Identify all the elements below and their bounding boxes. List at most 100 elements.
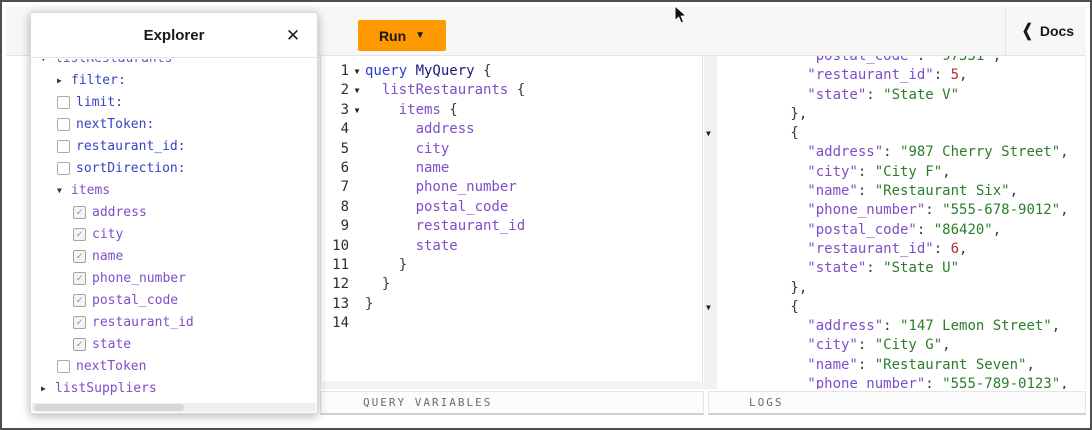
fold-icon[interactable]: ▼ <box>354 105 360 115</box>
fold-spacer <box>349 237 365 256</box>
code-token: : <box>857 163 875 180</box>
explorer-item-postal_code[interactable]: ✓postal_code <box>31 289 317 311</box>
explorer-item-label: phone_number <box>92 270 186 286</box>
checkbox[interactable] <box>57 139 70 153</box>
editor-line: 11 } <box>321 256 702 275</box>
close-icon[interactable]: ✕ <box>281 24 305 48</box>
docs-button[interactable]: ❮ Docs <box>1010 6 1086 56</box>
explorer-item-label: restaurant_id: <box>76 138 186 154</box>
result-line: { <box>723 124 1085 143</box>
checkbox[interactable] <box>57 359 70 373</box>
explorer-item-label: filter: <box>71 72 126 88</box>
fold-icon[interactable]: ▼ <box>354 86 360 96</box>
result-line: "name": "Restaurant Six", <box>723 182 1085 201</box>
code-line: } <box>365 295 702 314</box>
checkbox[interactable]: ✓ <box>73 337 86 351</box>
checkbox[interactable]: ✓ <box>73 249 86 263</box>
explorer-item-name[interactable]: ✓name <box>31 245 317 267</box>
results-viewer[interactable]: ▼▼ "postal_code": "97551", "restaurant_i… <box>704 56 1086 389</box>
code-line: listRestaurants { <box>365 81 702 100</box>
line-number: 1 <box>340 63 349 79</box>
fold-spacer <box>349 256 365 275</box>
explorer-header: Explorer ✕ <box>31 13 317 58</box>
code-token <box>365 218 416 234</box>
checkbox[interactable]: ✓ <box>73 315 86 329</box>
checkbox[interactable]: ✓ <box>73 271 86 285</box>
code-token: } <box>365 256 408 273</box>
explorer-item-label: sortDirection: <box>76 160 186 176</box>
editor-line: 4 address <box>321 120 702 139</box>
logs-tab[interactable]: LOGS <box>708 391 1086 415</box>
code-token: restaurant_id <box>415 218 526 235</box>
run-button[interactable]: Run ▼ <box>358 20 446 51</box>
fold-icon[interactable]: ▼ <box>354 67 360 76</box>
explorer-item-label: listRestaurants <box>55 59 172 66</box>
expand-icon[interactable]: ▶ <box>57 75 62 85</box>
checkbox[interactable]: ✓ <box>73 205 86 219</box>
line-number: 2 <box>340 82 349 99</box>
checkbox[interactable] <box>57 95 70 109</box>
explorer-item-listSuppliers[interactable]: ▶ listSuppliers <box>31 377 317 399</box>
code-token <box>365 141 416 157</box>
scrollbar-thumb[interactable] <box>34 404 184 411</box>
code-token: "city" <box>723 163 858 180</box>
code-token: , <box>992 221 1002 238</box>
explorer-item-phone_number[interactable]: ✓ phone_number <box>31 267 317 289</box>
explorer-item-items[interactable]: ▼ items <box>31 179 317 201</box>
code-token: , <box>959 240 968 257</box>
code-line: query MyQuery { <box>365 62 702 81</box>
code-token: "city" <box>723 337 858 354</box>
results-fold-gutter: ▼▼ <box>704 56 717 389</box>
explorer-horizontal-scrollbar[interactable] <box>32 403 316 412</box>
code-token <box>365 82 382 98</box>
code-token <box>365 121 416 137</box>
docs-button-label: Docs <box>1039 23 1075 39</box>
fold-icon[interactable]: ▼ <box>706 129 711 139</box>
code-token: phone_number <box>415 179 517 196</box>
code-token: "555-789-0123" <box>942 376 1061 389</box>
explorer-item-label: listSuppliers <box>55 380 157 396</box>
checkbox[interactable] <box>57 117 70 131</box>
explorer-item-state[interactable]: ✓state <box>31 333 317 355</box>
result-line: "phone_number": "555-678-9012", <box>723 201 1085 220</box>
explorer-item-nextToken[interactable]: nextToken: <box>31 113 317 135</box>
code-token: }, <box>723 279 808 296</box>
code-token: "restaurant_id" <box>723 67 934 84</box>
query-variables-tab[interactable]: QUERY VARIABLES <box>320 391 704 415</box>
explorer-item-restaurant_id[interactable]: ✓restaurant_id <box>31 311 317 333</box>
editor-horizontal-scrollbar[interactable] <box>322 381 701 389</box>
result-line: "name": "Restaurant Seven", <box>723 356 1085 375</box>
line-number: 9 <box>340 218 349 235</box>
expand-icon[interactable]: ▶ <box>41 383 46 393</box>
explorer-item-listRestaurants[interactable]: ▼listRestaurants <box>31 59 317 69</box>
checkbox[interactable]: ✓ <box>73 227 86 241</box>
explorer-item-filter[interactable]: ▶ filter: <box>31 69 317 91</box>
result-line: "postal_code": "86420", <box>723 221 1085 240</box>
fold-spacer <box>349 178 365 197</box>
explorer-item-restaurant_id[interactable]: restaurant_id: <box>31 135 317 157</box>
fold-spacer <box>349 198 365 217</box>
code-token: } <box>365 276 391 293</box>
explorer-panel: Explorer ✕ ▼listRestaurants▶filter:limit… <box>30 12 318 414</box>
result-line: "restaurant_id": 5, <box>723 66 1085 85</box>
checkbox[interactable] <box>57 161 70 175</box>
collapse-icon[interactable]: ▼ <box>41 59 55 63</box>
code-token: "987 Cherry Street" <box>900 144 1061 161</box>
explorer-item-limit[interactable]: limit: <box>31 91 317 113</box>
explorer-item-nextToken[interactable]: nextToken <box>31 355 317 377</box>
explorer-item-address[interactable]: ✓address <box>31 201 317 223</box>
explorer-item-city[interactable]: ✓city <box>31 223 317 245</box>
checkbox[interactable]: ✓ <box>73 293 86 307</box>
code-token: "86420" <box>933 221 993 238</box>
logs-label: LOGS <box>749 396 784 409</box>
collapse-icon[interactable]: ▼ <box>57 185 62 195</box>
editor-line: 12 } <box>321 275 702 294</box>
query-editor[interactable]: 1▼query MyQuery {2▼ listRestaurants {3▼ … <box>320 56 703 389</box>
code-line: state <box>365 237 702 256</box>
explorer-item-sortDirection[interactable]: sortDirection: <box>31 157 317 179</box>
explorer-item-label: items <box>71 182 111 198</box>
code-token: : <box>916 221 934 238</box>
fold-icon[interactable]: ▼ <box>706 302 711 312</box>
code-token: "97551" <box>933 56 993 64</box>
